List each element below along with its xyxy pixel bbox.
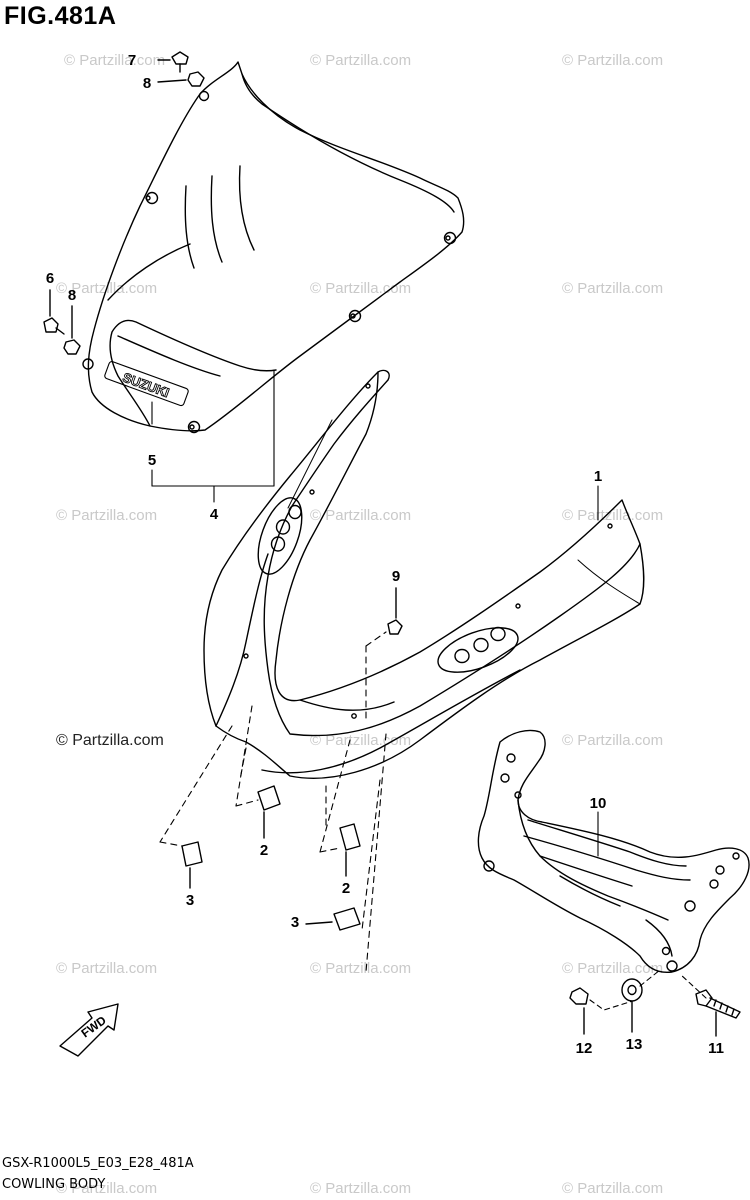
- callout-4: 4: [209, 506, 219, 523]
- callout-1: 1: [593, 468, 603, 485]
- nut-part: [569, 987, 589, 1035]
- screw-part: [43, 289, 65, 335]
- callout-3: 3: [185, 892, 195, 909]
- copyright-notice: © Partzilla.com: [56, 732, 164, 749]
- figure-title: FIG.481A: [4, 2, 117, 30]
- watermark: © Partzilla.com: [56, 507, 158, 524]
- windscreen-part: SUZUKI: [82, 61, 465, 434]
- fwd-arrow-icon: FWD: [59, 1003, 119, 1057]
- watermark: © Partzilla.com: [562, 507, 664, 524]
- cushion-part: [181, 841, 203, 889]
- figure-name: COWLING BODY: [2, 1177, 106, 1192]
- watermark: © Partzilla.com: [562, 960, 664, 977]
- bolt-part: [695, 989, 741, 1037]
- leader-lines: [151, 369, 707, 1011]
- callout-2: 2: [341, 880, 351, 897]
- callout-8: 8: [67, 287, 77, 304]
- watermark: © Partzilla.com: [310, 52, 412, 69]
- callout-8: 8: [142, 75, 152, 92]
- callout-9: 9: [391, 568, 401, 585]
- cowling-bracket-part: [477, 729, 750, 973]
- callout-2: 2: [259, 842, 269, 859]
- screw-part: [157, 51, 189, 73]
- watermark: © Partzilla.com: [56, 1180, 158, 1197]
- figure-code: GSX-R1000L5_E03_E28_481A: [2, 1156, 194, 1171]
- watermark: © Partzilla.com: [562, 52, 664, 69]
- upper-cowling-part: [203, 369, 645, 779]
- callout-12: 12: [575, 1040, 593, 1057]
- dashed-assembly-lines: [159, 631, 387, 973]
- clip-part: [387, 587, 403, 635]
- watermark: © Partzilla.com: [310, 507, 412, 524]
- callout-7: 7: [127, 52, 137, 69]
- watermark: © Partzilla.com: [310, 1180, 412, 1197]
- watermark: © Partzilla.com: [56, 960, 158, 977]
- callout-13: 13: [625, 1036, 643, 1053]
- cushion-part: [257, 785, 281, 839]
- nut-part: [157, 71, 205, 87]
- watermark: © Partzilla.com: [562, 1180, 664, 1197]
- callout-11: 11: [708, 1040, 724, 1057]
- callout-6: 6: [45, 270, 55, 287]
- watermark: © Partzilla.com: [562, 732, 664, 749]
- cushion-part: [339, 823, 361, 877]
- callout-3: 3: [290, 914, 300, 931]
- watermark: © Partzilla.com: [64, 52, 166, 69]
- cushion-part: [305, 907, 361, 931]
- watermark: © Partzilla.com: [310, 960, 412, 977]
- washer-part: [621, 978, 643, 1033]
- nut-part: [63, 305, 81, 355]
- callout-5: 5: [147, 452, 157, 469]
- callout-10: 10: [589, 795, 607, 812]
- watermark: © Partzilla.com: [562, 280, 664, 297]
